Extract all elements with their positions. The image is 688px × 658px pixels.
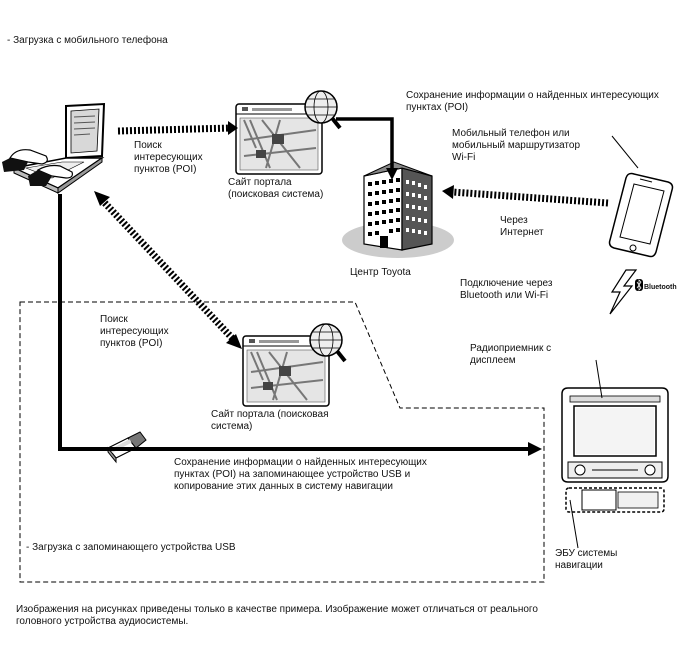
arrow-laptop-portal-head — [228, 121, 238, 135]
arrow-laptop-portal2-head-b — [226, 334, 242, 349]
nav-ecu-icon — [565, 487, 665, 513]
label-save-poi-info: Сохранение информации о найденных интере… — [406, 90, 659, 113]
label-toyota-center: Центр Toyota — [350, 267, 411, 278]
label-portal-site-1: Сайт портала (поисковая система) — [228, 177, 324, 200]
building-icon — [342, 161, 454, 258]
footnote: Изображения на рисунках приведены только… — [16, 604, 538, 627]
label-search-poi-1: Поиск интересующих пунктов (POI) — [134, 140, 203, 175]
label-mobile-router: Мобильный телефон или мобильный маршрути… — [452, 128, 581, 163]
arrow-laptop-portal — [117, 124, 233, 135]
pointer-ecu — [569, 499, 579, 549]
title-mobile-download: - Загрузка с мобильного телефона — [7, 35, 168, 46]
title-usb-download: - Загрузка с запоминающего устройства US… — [26, 542, 236, 553]
smartphone-icon — [608, 172, 674, 258]
laptop-icon — [2, 102, 106, 194]
portal-window-icon — [242, 335, 330, 407]
arrow-laptop-portal2-head-a — [94, 191, 110, 206]
arrow-phone-toyota-head — [442, 185, 454, 199]
label-radio-display: Радиоприемник с дисплеем — [470, 343, 552, 366]
label-portal-site-2: Сайт портала (поисковая система) — [211, 409, 329, 432]
label-nav-ecu: ЭБУ системы навигации — [555, 548, 618, 571]
bluetooth-icon — [609, 269, 643, 315]
label-via-internet: Через Интернет — [500, 215, 544, 238]
arrow-portal-toyota — [336, 117, 394, 170]
portal-window-icon — [235, 103, 323, 175]
label-save-usb: Сохранение информации о найденных интере… — [174, 457, 427, 492]
arrow-phone-toyota — [451, 188, 609, 207]
magnifier-globe-icon — [304, 90, 342, 130]
pointer-radio — [595, 359, 603, 399]
label-search-poi-2: Поиск интересующих пунктов (POI) — [100, 314, 169, 349]
pointer-phone — [611, 135, 639, 169]
arrow-portal-toyota-head — [386, 168, 398, 180]
label-connect-bt-wifi: Подключение через Bluetooth или Wi-Fi — [460, 278, 553, 301]
head-unit-icon — [561, 387, 669, 483]
magnifier-globe-icon — [309, 323, 347, 363]
arrow-laptop-headunit — [58, 194, 530, 451]
arrow-laptop-portal2 — [99, 197, 237, 343]
bluetooth-logo-text: Bluetooth — [644, 284, 677, 291]
arrow-laptop-headunit-head — [528, 442, 542, 456]
usb-region-outline — [19, 301, 545, 583]
